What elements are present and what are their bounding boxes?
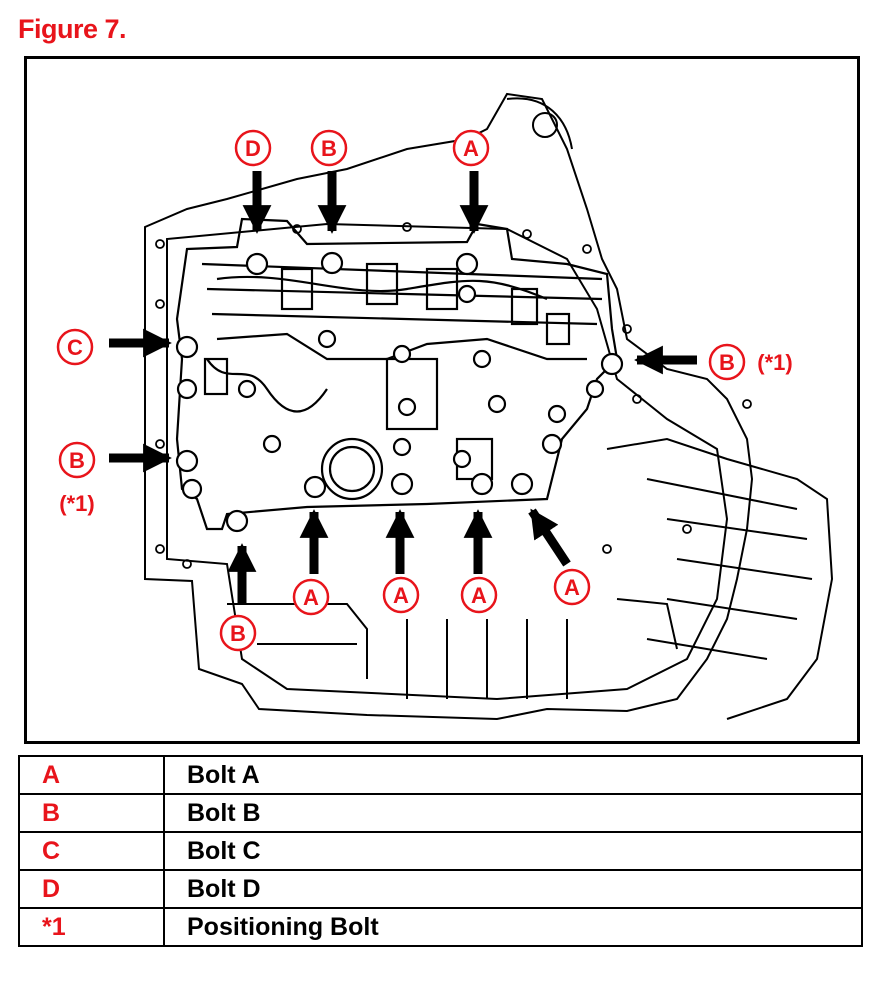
valve-body-drawing: D B A C B (*1) B (*1) B A A A A — [56, 92, 834, 721]
legend-table: A Bolt A B Bolt B C Bolt C D Bolt D *1 P… — [18, 755, 863, 947]
legend-row: D Bolt D — [18, 869, 863, 909]
callout-a-bottom-3-label: A — [471, 583, 487, 608]
case-holes — [155, 222, 752, 569]
legend-row: A Bolt A — [18, 755, 863, 795]
callout-b-bottom-label: B — [230, 621, 246, 646]
callout-b-right-note: (*1) — [757, 350, 792, 375]
callout-b-bottom: B — [219, 614, 257, 652]
callout-a-top-label: A — [463, 136, 479, 161]
legend-desc: Positioning Bolt — [163, 907, 863, 947]
callout-d-label: D — [245, 136, 261, 161]
callout-a-bottom-2: A — [382, 576, 420, 614]
legend-desc: Bolt C — [163, 831, 863, 871]
legend-row: *1 Positioning Bolt — [18, 907, 863, 947]
legend-key: A — [18, 755, 165, 795]
legend-desc: Bolt D — [163, 869, 863, 909]
callout-b-right-label: B — [719, 350, 735, 375]
legend-key: *1 — [18, 907, 165, 947]
callout-d: D — [234, 129, 272, 167]
callout-b-left-label: B — [69, 448, 85, 473]
callout-a-top: A — [452, 129, 490, 167]
legend-key: D — [18, 869, 165, 909]
callout-a-bottom-3: A — [460, 576, 498, 614]
callout-b-top-label: B — [321, 136, 337, 161]
callout-c: C — [56, 328, 94, 366]
callout-b-right: B (*1) — [708, 343, 793, 381]
legend-row: C Bolt C — [18, 831, 863, 871]
legend-key: B — [18, 793, 165, 833]
callout-b-left: B (*1) — [58, 441, 96, 516]
arrow-a-bottom-4 — [528, 508, 571, 567]
bolts — [175, 251, 624, 533]
legend-row: B Bolt B — [18, 793, 863, 833]
callout-a-bottom-2-label: A — [393, 583, 409, 608]
legend-desc: Bolt A — [163, 755, 863, 795]
legend-desc: Bolt B — [163, 793, 863, 833]
diagram-frame: D B A C B (*1) B (*1) B A A A A — [24, 56, 860, 744]
callout-c-label: C — [67, 335, 83, 360]
callout-a-bottom-1: A — [292, 578, 330, 616]
legend-key: C — [18, 831, 165, 871]
figure-title: Figure 7. — [18, 14, 127, 44]
callout-a-bottom-4-label: A — [564, 575, 580, 600]
callout-a-bottom-1-label: A — [303, 585, 319, 610]
callout-b-left-note: (*1) — [59, 491, 94, 516]
callouts: D B A C B (*1) B (*1) B A A A A — [56, 129, 793, 652]
callout-a-bottom-4: A — [553, 568, 591, 606]
callout-b-top: B — [310, 129, 348, 167]
callout-arrows — [109, 171, 697, 604]
